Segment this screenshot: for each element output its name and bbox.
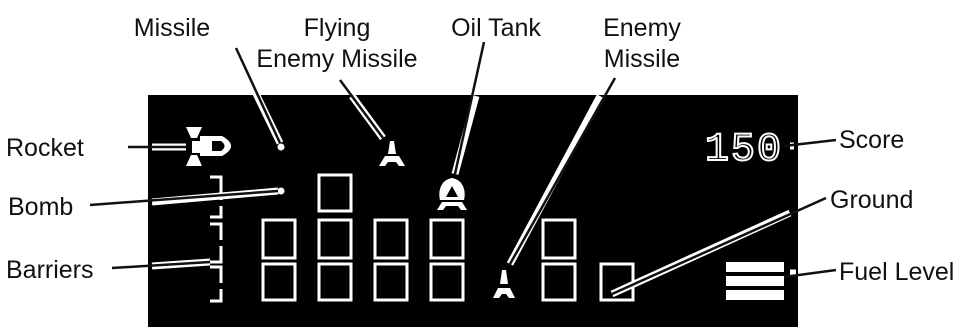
label-barriers: Barriers [6, 256, 94, 284]
missile-dot [278, 144, 285, 151]
label-missile-enemy: Missile [604, 45, 680, 73]
label-enemy: Enemy [603, 14, 681, 42]
lcd-screen [148, 95, 798, 327]
label-score: Score [839, 126, 904, 154]
label-missile: Missile [134, 14, 210, 42]
label-rocket: Rocket [6, 134, 84, 162]
bomb-dot [278, 188, 285, 195]
label-oil-tank: Oil Tank [451, 14, 541, 42]
label-flying: Flying [304, 14, 371, 42]
label-fuel-level: Fuel Level [839, 258, 954, 286]
score-display: 150 [705, 128, 783, 173]
label-enemy-missile-flying: Enemy Missile [256, 45, 417, 73]
fuel-gauge [726, 262, 784, 300]
label-ground: Ground [830, 186, 913, 214]
label-bomb: Bomb [8, 193, 73, 221]
